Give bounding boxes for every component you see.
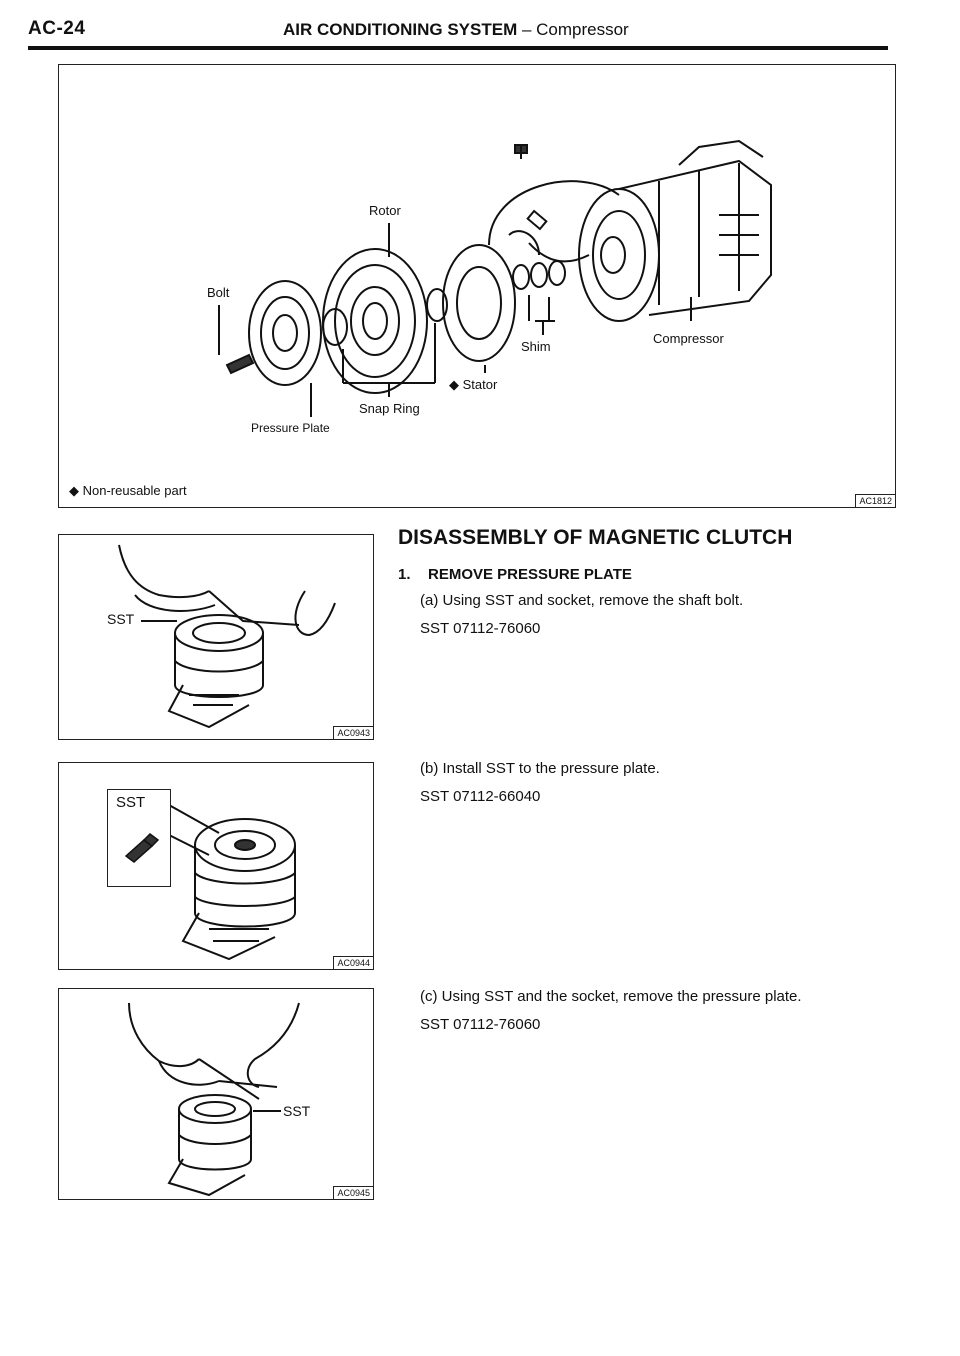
sst-bolt-icon (124, 833, 160, 863)
figure-install-sst: SST AC0944 (58, 762, 374, 970)
step-1a-text: (a) Using SST and socket, remove the sha… (420, 592, 744, 609)
figure-remove-pressure-plate: SST AC0945 (58, 988, 374, 1200)
figure-id: AC0944 (333, 956, 373, 969)
label-pressure-plate: Pressure Plate (251, 421, 330, 435)
step-1a-sst: SST 07112-76060 (420, 620, 541, 637)
step-1-number: 1. (398, 566, 411, 583)
exploded-view-drawing (218, 139, 772, 417)
figure-id: AC0943 (333, 726, 373, 739)
step-1b-sst: SST 07112-66040 (420, 788, 541, 805)
page-title-component: – Compressor (517, 20, 629, 39)
label-sst: SST (107, 611, 135, 627)
page-title: AIR CONDITIONING SYSTEM – Compressor (283, 20, 629, 40)
step-1c-text: (c) Using SST and the socket, remove the… (420, 988, 802, 1005)
step-1-title-text: REMOVE PRESSURE PLATE (428, 566, 632, 583)
figure-id: AC1812 (855, 494, 895, 507)
page-code: AC-24 (28, 18, 86, 39)
exploded-view-figure: Rotor Bolt Shim Compressor ◆ Stator Snap… (58, 64, 896, 508)
label-shim: Shim (521, 339, 551, 354)
label-bolt: Bolt (207, 285, 230, 300)
page-title-system: AIR CONDITIONING SYSTEM (283, 20, 518, 39)
step-1c-sst: SST 07112-76060 (420, 1016, 541, 1033)
figure-install-sst-drawing (168, 804, 296, 961)
step-1-title: 1. REMOVE PRESSURE PLATE (398, 566, 632, 583)
sst-callout-box: SST (107, 789, 171, 887)
step-1b-text: (b) Install SST to the pressure plate. (420, 760, 660, 777)
legend-non-reusable: ◆ Non-reusable part (69, 483, 187, 498)
label-rotor: Rotor (369, 203, 401, 218)
figure-remove-pressure-plate-drawing (128, 1002, 300, 1197)
page-header: AC-24 AIR CONDITIONING SYSTEM – Compress… (28, 14, 888, 50)
section-title: DISASSEMBLY OF MAGNETIC CLUTCH (398, 526, 793, 549)
figure-remove-shaft-bolt-drawing (118, 544, 336, 729)
label-compressor: Compressor (653, 331, 724, 346)
figure-remove-shaft-bolt: SST AC0943 (58, 534, 374, 740)
figure-id: AC0945 (333, 1186, 373, 1199)
label-sst: SST (116, 794, 146, 811)
label-snap-ring: Snap Ring (359, 401, 420, 416)
label-sst: SST (283, 1103, 311, 1119)
label-stator: ◆ Stator (449, 377, 498, 392)
